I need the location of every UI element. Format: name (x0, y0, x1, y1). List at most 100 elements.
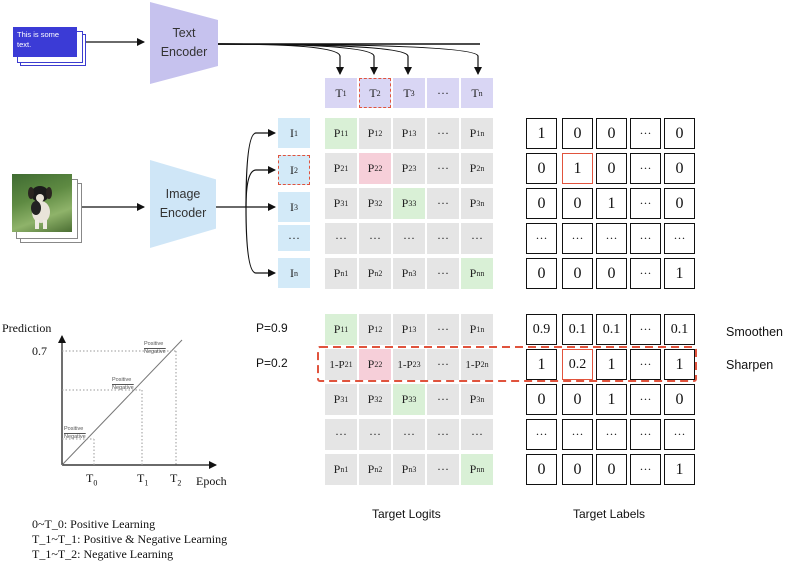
plot-annotation-negative: Negative (64, 434, 86, 440)
label-cell: ··· (630, 258, 661, 289)
plot-x-label: Epoch (196, 474, 227, 488)
label-cell: 0 (664, 188, 695, 219)
tag-sharpen: Sharpen (726, 358, 774, 372)
label-cell: 0.1 (562, 314, 593, 345)
label-cell: 0 (562, 454, 593, 485)
label-cell: ··· (630, 118, 661, 149)
label-cell: 1 (526, 349, 557, 380)
label-cell: 0 (526, 153, 557, 184)
label-cell: 0 (596, 153, 627, 184)
label-cell: 0 (664, 118, 695, 149)
label-cell: 0 (526, 384, 557, 415)
logit-cell: ··· (461, 419, 493, 450)
logit-cell: ··· (427, 188, 459, 219)
label-cell: 0 (596, 258, 627, 289)
logit-cell: ··· (359, 419, 391, 450)
image-token-4: ··· (278, 225, 310, 251)
plot-annotation-negative: Negative (144, 349, 166, 355)
label-cell: 0 (562, 118, 593, 149)
logit-cell: ··· (461, 223, 493, 254)
label-cell: ··· (630, 349, 661, 380)
dog-figure-icon (28, 186, 52, 229)
plot-annotation-positive: Positive (64, 426, 84, 432)
text-token-4: ··· (427, 78, 459, 108)
label-cell: ··· (596, 419, 627, 450)
label-cell: 0 (562, 258, 593, 289)
plot-annotation-positive: Positive (144, 341, 164, 347)
label-cell: 0.9 (526, 314, 557, 345)
plot-diagonal (61, 339, 183, 466)
label-cell: 0.1 (596, 314, 627, 345)
label-cell: 1 (664, 349, 695, 380)
logit-cell: ··· (427, 314, 459, 345)
label-cell: ··· (630, 384, 661, 415)
tag-smoothen: Smoothen (726, 325, 783, 339)
arrow-to-t3 (217, 43, 412, 75)
image-encoder-label: Image Encoder (159, 187, 207, 220)
arrow-to-t1 (217, 43, 344, 75)
label-cell: ··· (630, 454, 661, 485)
plot-x-tick-2: T2 (170, 471, 182, 488)
dog-photo-image (12, 174, 72, 232)
label-cell: 0.1 (664, 314, 695, 345)
logit-cell: ··· (427, 118, 459, 149)
logit-cell: ··· (325, 223, 357, 254)
label-cell: ··· (630, 153, 661, 184)
label-cell: ··· (630, 223, 661, 254)
label-cell: ··· (630, 188, 661, 219)
caption-target-logits: Target Logits (372, 507, 441, 521)
logit-cell: ··· (427, 419, 459, 450)
label-cell: 0.2 (562, 349, 593, 380)
label-cell: ··· (630, 314, 661, 345)
label-cell: 0 (562, 384, 593, 415)
logit-cell: ··· (427, 258, 459, 289)
logit-cell: ··· (427, 349, 459, 380)
label-cell: 0 (596, 118, 627, 149)
label-cell: ··· (630, 419, 661, 450)
legend-line-3: T_1~T_2: Negative Learning (32, 547, 174, 561)
sharpen-highlight-box (317, 346, 697, 382)
label-cell: ··· (596, 223, 627, 254)
text-input-card: This is some text. (13, 27, 77, 57)
plot-x-tick-0: T0 (86, 471, 98, 488)
plot-y-tick: 0.7 (32, 344, 47, 358)
plot-y-label: Prediction (2, 321, 52, 335)
p-label-row2: P=0.2 (256, 356, 288, 370)
label-cell: 1 (664, 454, 695, 485)
logit-cell: ··· (427, 454, 459, 485)
legend-line-1: 0~T_0: Positive Learning (32, 517, 156, 531)
logit-cell: ··· (427, 384, 459, 415)
plot-annotation-positive: Positive (112, 377, 132, 383)
arrow-to-t2 (217, 43, 378, 75)
logit-cell: ··· (393, 223, 425, 254)
arrow-to-i2 (245, 166, 276, 208)
label-cell: 0 (596, 454, 627, 485)
label-cell: 1 (596, 384, 627, 415)
label-cell: ··· (664, 419, 695, 450)
